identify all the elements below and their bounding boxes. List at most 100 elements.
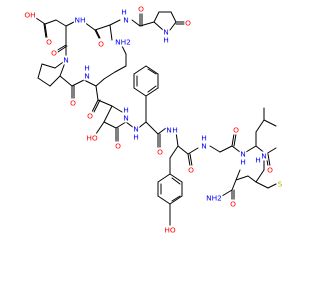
bond-network [35, 11, 277, 227]
atom-h-met: H [255, 156, 261, 165]
label-mask [229, 199, 237, 209]
atom-label: O [50, 48, 58, 58]
bond [111, 105, 123, 113]
label-mask [200, 133, 208, 143]
bond [109, 19, 121, 26]
bond [49, 75, 61, 87]
bond [187, 153, 191, 167]
bond [97, 99, 113, 107]
bond [169, 195, 183, 205]
bond [103, 121, 117, 129]
atom-label: S [277, 179, 284, 189]
bond [121, 45, 127, 55]
label-mask [162, 27, 170, 37]
atom-o-phe: O [157, 148, 163, 157]
atom-label: N [132, 124, 140, 134]
label-mask [254, 155, 262, 165]
atom-label: O [156, 147, 164, 157]
bond [153, 21, 164, 31]
atom-label: H [122, 105, 130, 115]
bond [245, 145, 257, 153]
bond [209, 145, 221, 153]
atom-label: O [69, 98, 77, 108]
atom-o-leu: O [267, 166, 273, 175]
label-mask [62, 55, 70, 65]
bond [233, 133, 237, 147]
bond [44, 19, 57, 25]
label-mask [23, 10, 37, 20]
bond [247, 175, 257, 183]
bond [177, 145, 189, 155]
bond [255, 119, 265, 133]
label-mask [184, 18, 192, 28]
bond [37, 63, 43, 79]
atom-o-lys: O [87, 112, 93, 121]
bond [103, 105, 113, 123]
atom-ho-thr: HO [86, 134, 98, 143]
atom-nh2-met: NH2 [206, 194, 222, 203]
bond [95, 78, 105, 87]
bond [139, 21, 155, 27]
bond [221, 189, 233, 197]
bond [231, 133, 235, 147]
label-mask [122, 113, 130, 123]
atom-o-pyro-ring: O [185, 19, 191, 28]
bond [147, 85, 157, 93]
bond [219, 145, 233, 153]
atom-h-pyro-ring: H [163, 36, 169, 45]
atom-label: H [120, 7, 128, 17]
label-mask [239, 149, 247, 159]
bond [169, 145, 179, 159]
bond [41, 63, 56, 69]
atom-label: O [86, 111, 94, 121]
bond [170, 11, 177, 23]
atom-o-thr: O [115, 142, 121, 151]
atom-n-phe: N [133, 125, 139, 134]
label-mask [171, 125, 179, 135]
atom-label: HO [85, 133, 99, 143]
bond [55, 19, 67, 27]
atom-n-gly: N [201, 142, 207, 151]
atom-s-met: S [278, 180, 283, 189]
bond [44, 23, 48, 39]
atom-n-leu: N [240, 150, 246, 159]
bond [93, 99, 101, 113]
label-mask [156, 147, 164, 157]
atom-labels: OH O NH O H N O H N O NH2 [23, 4, 284, 235]
atom-label: N [200, 141, 208, 151]
atom-h-phe: H [133, 133, 139, 142]
atom-n-thr: N [123, 114, 129, 123]
bond [35, 17, 46, 25]
bond [169, 173, 183, 183]
bond [145, 65, 159, 75]
bond [147, 68, 157, 75]
label-mask [163, 225, 177, 235]
atom-label: O [184, 18, 192, 28]
label-mask [85, 133, 99, 143]
bond [131, 19, 141, 27]
label-mask [114, 37, 132, 47]
label-mask [50, 48, 58, 58]
atom-ho-tyr: HO [164, 226, 176, 235]
atom-label: O [45, 37, 53, 47]
label-mask [260, 151, 268, 161]
label-mask [132, 124, 140, 134]
label-mask [205, 193, 223, 203]
atom-label: N [122, 113, 130, 123]
bond [255, 169, 265, 183]
atom-h-leu: H [240, 158, 246, 167]
atom-n-tyr: N [166, 126, 172, 135]
atom-nh-asp: NH [74, 16, 85, 25]
bond [255, 181, 269, 189]
bond [157, 173, 171, 183]
bond [265, 147, 277, 155]
bond [95, 121, 105, 135]
atom-label: H [254, 155, 262, 165]
atom-h-tyr: H [172, 126, 178, 135]
bond [114, 65, 127, 73]
bond [133, 87, 147, 97]
atom-o-met: O [230, 200, 236, 209]
bond [235, 175, 249, 181]
bond [171, 177, 181, 185]
label-mask [162, 35, 170, 45]
